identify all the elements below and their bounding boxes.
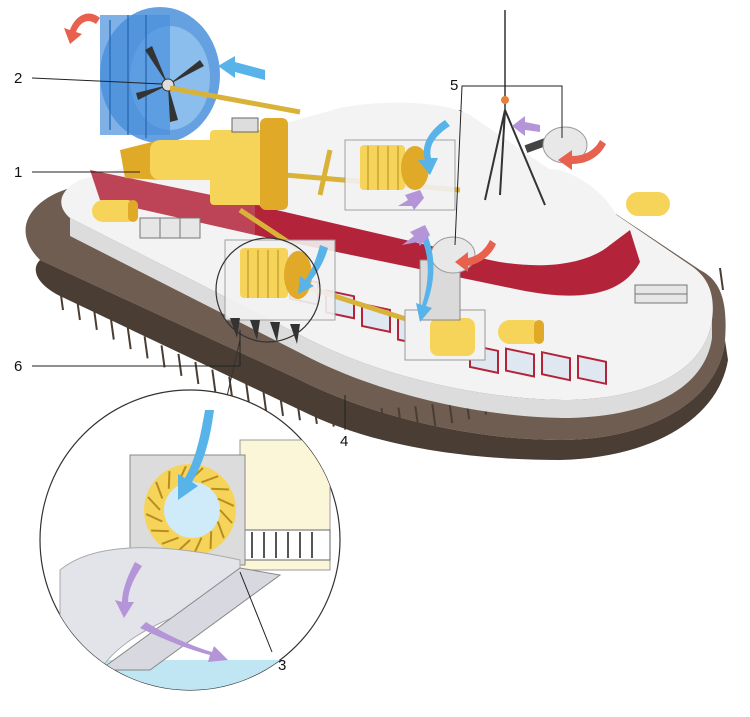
- detail-inset: [39, 389, 341, 691]
- callout-3: 3: [239, 571, 286, 674]
- skirt-rib: [295, 398, 301, 421]
- propeller: [136, 46, 204, 122]
- fan-blade: [145, 513, 163, 523]
- skirt-rib: [228, 376, 234, 399]
- skirt-rib: [160, 345, 166, 368]
- skirt-rib: [211, 369, 217, 392]
- fan-blade: [211, 487, 229, 491]
- fan-blade: [193, 537, 203, 555]
- fan-blade: [151, 529, 169, 533]
- propeller-duct: [100, 7, 220, 143]
- callout-5-label: 5: [450, 77, 458, 94]
- callout-6-label: 6: [14, 358, 22, 375]
- fan-blade: [217, 497, 235, 507]
- fenders: [92, 192, 670, 344]
- skirt-rib: [719, 267, 724, 291]
- fan-blade: [161, 536, 179, 545]
- fan-blade: [167, 471, 171, 489]
- deck-vents: [139, 217, 688, 304]
- skirt-rib: [109, 317, 115, 340]
- fan-blade: [216, 521, 225, 539]
- fan-blade: [147, 496, 161, 511]
- callout-2-label: 2: [14, 70, 22, 87]
- skirt-rib: [431, 403, 437, 427]
- skirt-rib: [177, 353, 183, 377]
- cabin-window: [577, 354, 607, 386]
- cabin-window: [505, 347, 535, 378]
- callout-3-label: 3: [278, 657, 286, 674]
- skirt-rib: [92, 307, 98, 330]
- callout-1: 1: [14, 164, 140, 181]
- skirt-rib: [126, 326, 132, 350]
- engine: [120, 117, 288, 210]
- callout-4-label: 4: [340, 433, 348, 450]
- skirt-rib: [59, 287, 64, 311]
- skirt-rib: [312, 401, 318, 424]
- skirt-rib: [346, 406, 352, 429]
- fan-blade: [219, 509, 233, 524]
- callout-2: 2: [14, 70, 163, 87]
- lift-fan-front: [344, 139, 456, 211]
- skirt-rib: [143, 336, 149, 359]
- callout-5: 5: [450, 77, 563, 246]
- fan-blade: [209, 531, 213, 549]
- magnifier-ring: [215, 237, 321, 343]
- skirt-rib: [75, 297, 81, 321]
- cabin-window: [541, 350, 571, 382]
- callouts: 1 2 3 4 5 6: [14, 70, 563, 674]
- callout-1-label: 1: [14, 164, 22, 181]
- airflow-arrows: [64, 13, 606, 322]
- skirt-rib: [363, 407, 369, 430]
- skirt-rib: [262, 388, 268, 411]
- skirt-rib: [397, 407, 403, 430]
- callout-4: 4: [340, 395, 348, 450]
- callout-6: 6: [14, 330, 241, 375]
- fan-blade: [201, 475, 219, 484]
- skirt-rib: [194, 361, 200, 385]
- skirt-rib: [279, 393, 284, 417]
- skirt-rib: [414, 406, 420, 429]
- skirt-rib: [380, 408, 386, 431]
- fan-blade: [155, 481, 164, 499]
- skirt-rib: [329, 404, 335, 427]
